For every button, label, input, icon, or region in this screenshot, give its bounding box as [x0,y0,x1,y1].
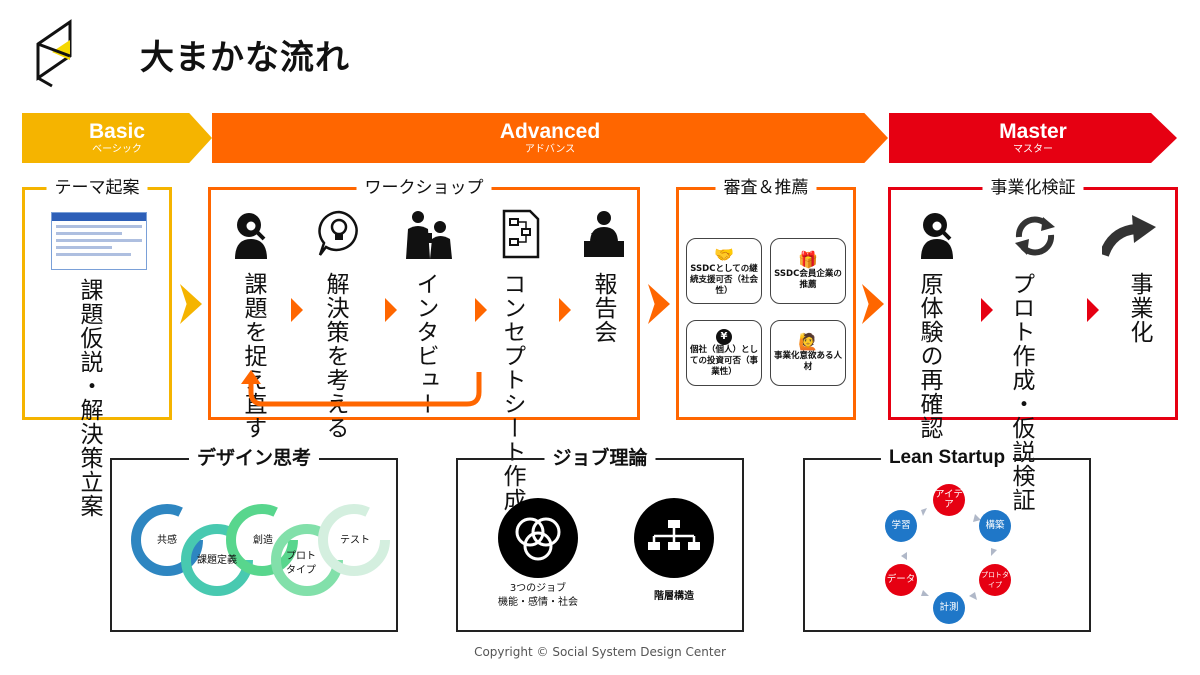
review-card-4: 🙋 事業化意欲ある人材 [770,320,846,386]
stage-basic-en: Basic [88,119,146,143]
lean-startup-box: Lean Startup アイデア 構築 プロトタイプ 計測 データ 学習 [803,446,1091,632]
dt-step-2: 課題定義 [197,555,237,566]
arrow-review-to-business [862,284,884,324]
design-thinking-loops [131,504,390,596]
stage-master: Master マスター [889,113,1177,163]
page-title: 大まかな流れ [140,38,350,78]
arrow-step-2-3 [385,298,397,322]
workshop-box: ワークショップ 課題を捉え直す 解決策を考える インタビュー コンセプトシート作… [208,176,640,512]
review-label: 審査＆推薦 [715,176,817,200]
workshop-label: ワークショップ [356,176,492,200]
workshop-step-2: 解決策を考える [322,272,348,440]
job-theory-box: ジョブ理論 3つのジョブ 機能・感情・社会 階層構造 [456,446,744,632]
review-card-3: ¥ 個社（個人）としての投資可否（事業性） [686,320,762,386]
document-thumbnail [51,212,147,270]
job-item-1-caption: 3つのジョブ 機能・感情・社会 [498,583,578,608]
theme-text: 課題仮説・解決策立案 [76,278,102,518]
arrow-business-2-3 [1087,298,1099,322]
gift-icon: 🎁 [798,250,818,269]
interview-people-icon [401,208,457,260]
lean-node-idea: アイデア [933,484,965,516]
review-box: 審査＆推薦 🤝 SSDCとしての継続支援可否（社会性） 🎁 SSDC会員企業の推… [676,176,856,420]
arrow-step-4-5 [559,298,571,322]
design-thinking-label: デザイン思考 [188,446,320,470]
handshake-icon: 🤝 [714,244,734,264]
workshop-step-1: 課題を捉え直す [240,272,266,440]
job-theory-label: ジョブ理論 [544,446,656,470]
review-card-1-text: SSDCとしての継続支援可否（社会性） [689,263,758,296]
arrow-business-1-2 [981,298,993,322]
concept-sheet-icon [497,208,543,260]
copyright: Copyright © Social System Design Center [474,645,726,659]
business-label: 事業化検証 [982,176,1084,200]
lean-node-measure: 計測 [933,592,965,624]
business-step-2: プロト作成・仮説検証 [1008,272,1034,512]
design-thinking-box: デザイン思考 共感 課題定義 創造 プロトタイプ テスト [110,446,398,632]
theme-box-label: テーマ起案 [46,176,148,200]
venn-circles-icon [498,498,578,578]
stage-master-en: Master [999,119,1067,143]
workshop-step-3: インタビュー [412,272,438,416]
business-step-3: 事業化 [1126,272,1152,344]
stage-advanced-ja: アドバンス [524,143,576,155]
dt-step-4: プロトタイプ [286,551,316,576]
review-card-1: 🤝 SSDCとしての継続支援可否（社会性） [686,238,762,304]
theme-box: テーマ起案 課題仮説・解決策立案 [22,176,172,518]
lean-node-data: データ [885,564,917,596]
arrow-workshop-to-review [648,284,670,324]
money-bag-icon: ¥ [716,328,732,345]
review-card-2: 🎁 SSDC会員企業の推薦 [770,238,846,304]
magnifier-person-icon [229,208,273,260]
business-box: 事業化検証 原体験の再確認 プロト作成・仮説検証 事業化 [888,176,1178,512]
stage-advanced: Advanced アドバンス [212,113,888,163]
lean-startup-label: Lean Startup [880,446,1014,470]
workshop-step-4: コンセプトシート作成 [499,272,525,512]
loop-back-arrow [241,370,482,407]
review-card-4-text: 事業化意欲ある人材 [773,351,842,372]
cycle-arrows-icon [1007,212,1063,258]
review-card-2-text: SSDC会員企業の推薦 [774,269,842,290]
arrow-step-3-4 [475,298,487,322]
workshop-step-5: 報告会 [590,272,616,344]
trend-up-arrow-icon [1101,212,1159,258]
review-card-3-text: 個社（個人）としての投資可否（事業性） [689,344,758,377]
hierarchy-icon [634,498,714,578]
lean-node-prototype: プロトタイプ [979,564,1011,596]
lean-node-build: 構築 [979,510,1011,542]
lean-cycle-arrows [901,508,997,600]
stage-basic: Basic ベーシック [22,113,212,163]
logo [30,16,76,92]
stage-master-ja: マスター [1013,143,1053,155]
job-item-2-caption: 階層構造 [654,591,694,602]
dt-step-5: テスト [340,535,370,546]
dt-step-3: 創造 [253,535,273,546]
arrow-step-1-2 [291,298,303,322]
dt-step-1: 共感 [157,535,177,546]
person-raising-hand-icon: 🙋 [798,332,818,351]
lightbulb-bubble-icon [315,208,363,260]
arrow-basic-to-workshop [180,284,202,324]
presenter-podium-icon [577,208,631,260]
stage-advanced-en: Advanced [499,119,601,143]
stage-basic-ja: ベーシック [92,143,142,155]
magnifier-person-icon [915,208,959,260]
lean-node-learn: 学習 [885,510,917,542]
business-step-1: 原体験の再確認 [916,272,942,440]
